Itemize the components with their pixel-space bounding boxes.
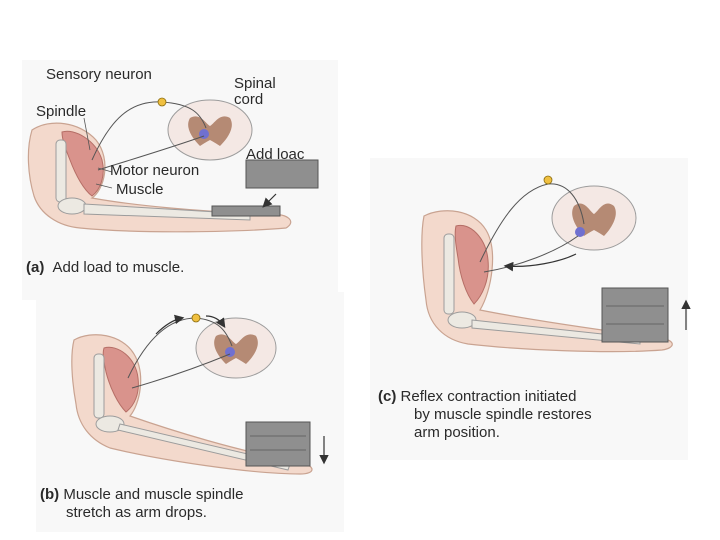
- caption-a-tag: (a): [26, 259, 45, 276]
- spinal-cord-a: [167, 99, 253, 161]
- label-sensory-neuron: Sensory neuron: [46, 66, 152, 83]
- label-spinal-cord: Spinal cord: [234, 75, 276, 108]
- caption-a: (a) Add load to muscle.: [26, 259, 184, 277]
- label-add-load: Add loac: [246, 146, 305, 163]
- spinal-cord-b: [195, 317, 277, 379]
- signal-arrow-c: [503, 253, 577, 272]
- caption-b-line1: Muscle and muscle spindle: [63, 486, 244, 503]
- caption-b-tag: (b): [40, 486, 60, 503]
- caption-c-line2: by muscle spindle restores: [414, 406, 592, 423]
- caption-c-line1: Reflex contraction initiated: [400, 388, 577, 405]
- caption-c-tag: (c): [378, 388, 397, 405]
- label-motor-neuron: Motor neuron: [110, 162, 200, 179]
- caption-a-text: Add load to muscle.: [52, 259, 185, 276]
- ganglion-c: [543, 175, 553, 185]
- weight-a: [211, 159, 319, 217]
- ganglion-b: [191, 313, 201, 323]
- signal-arrow-b2: [205, 315, 226, 328]
- caption-c-line3: arm position.: [414, 424, 500, 441]
- label-spindle: Spindle: [36, 103, 87, 120]
- caption-b-line2: stretch as arm drops.: [66, 504, 207, 521]
- weight-c: [601, 287, 691, 343]
- arm-c: [421, 210, 673, 353]
- spinal-cord-c: [551, 185, 637, 251]
- label-muscle: Muscle: [116, 181, 164, 198]
- signal-arrow-b: [155, 314, 185, 335]
- ganglion-a: [157, 97, 167, 107]
- caption-c: (c) Reflex contraction initiated by musc…: [378, 388, 592, 442]
- weight-b: [245, 421, 329, 467]
- arm-a: [27, 122, 292, 233]
- caption-b: (b) Muscle and muscle spindle stretch as…: [40, 486, 243, 522]
- leader-lines-a: [83, 117, 113, 189]
